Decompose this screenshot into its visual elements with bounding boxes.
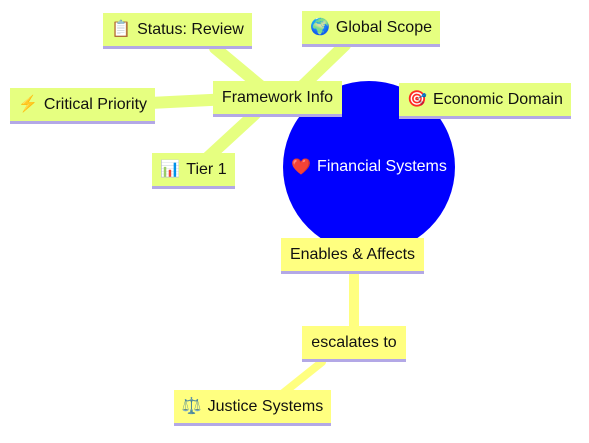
link-framework-tier bbox=[199, 108, 261, 166]
global-scope-node[interactable]: 🌍 Global Scope bbox=[302, 11, 440, 47]
bar-chart-icon: 📊 bbox=[160, 161, 181, 178]
escalation-label: escalates to bbox=[311, 334, 397, 351]
lightning-icon: ⚡ bbox=[17, 96, 38, 113]
global-scope-label: Global Scope bbox=[335, 19, 432, 36]
tier-node[interactable]: 📊 Tier 1 bbox=[152, 153, 235, 189]
framework-info-label: Framework Info bbox=[221, 89, 334, 106]
status-node[interactable]: 📋 Status: Review bbox=[103, 13, 252, 49]
relation-node-enables-affects[interactable]: Enables & Affects bbox=[281, 238, 424, 274]
relation-node-escalates-to[interactable]: escalates to bbox=[302, 326, 406, 362]
justice-systems-node[interactable]: ⚖️ Justice Systems bbox=[174, 390, 331, 426]
heart-icon: ❤️ bbox=[291, 159, 312, 176]
economic-domain-label: Economic Domain bbox=[433, 91, 563, 108]
link-escalation-target bbox=[278, 358, 326, 398]
tier-label: Tier 1 bbox=[186, 161, 227, 178]
center-node-label: Financial Systems bbox=[317, 158, 447, 175]
relation-label: Enables & Affects bbox=[289, 246, 416, 263]
globe-icon: 🌍 bbox=[310, 19, 330, 36]
target-icon: 🎯 bbox=[407, 91, 428, 108]
status-label: Status: Review bbox=[137, 21, 244, 38]
economic-domain-node[interactable]: 🎯 Economic Domain bbox=[399, 83, 571, 119]
justice-systems-label: Justice Systems bbox=[207, 398, 324, 415]
critical-priority-label: Critical Priority bbox=[43, 96, 148, 113]
balance-scale-icon: ⚖️ bbox=[181, 398, 202, 415]
clipboard-icon: 📋 bbox=[111, 21, 132, 38]
framework-info-node[interactable]: Framework Info bbox=[213, 81, 342, 117]
critical-priority-node[interactable]: ⚡ Critical Priority bbox=[10, 88, 155, 124]
